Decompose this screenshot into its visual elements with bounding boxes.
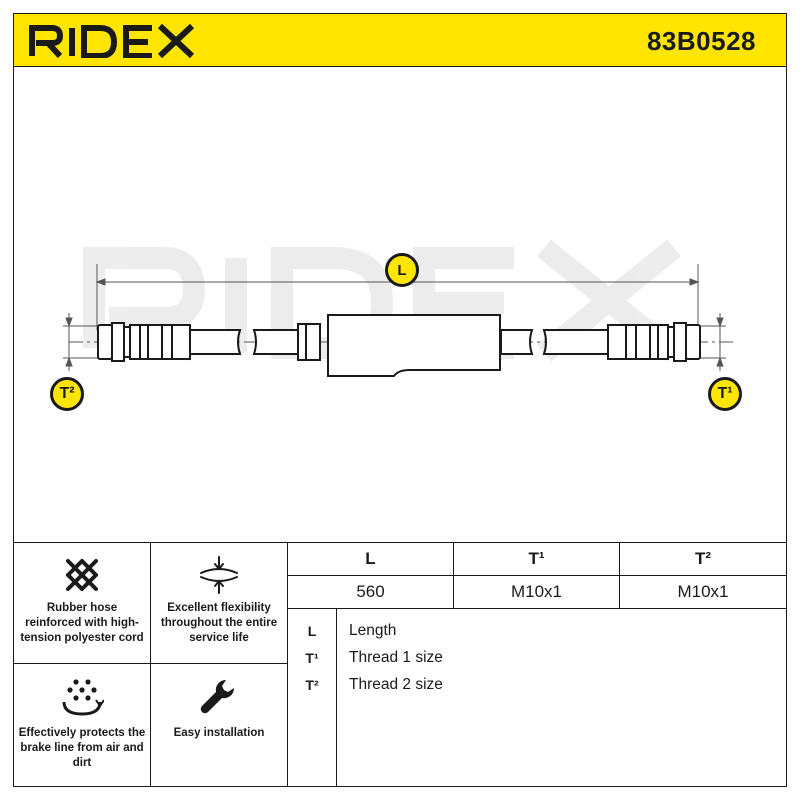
spec-table: L T¹ T² 560 M10x1 M10x1 <box>288 543 786 609</box>
hose-drawing: L T² T¹ <box>14 68 786 542</box>
info-panel: Rubber hose reinforced with high-tension… <box>14 542 786 787</box>
thread-2-badge: T² <box>50 377 84 411</box>
crosshatch-mesh-icon <box>66 559 98 591</box>
brand-logo <box>29 23 195 58</box>
header-bar: 83B0528 <box>14 14 786 67</box>
legend-description: Thread 2 size <box>349 676 443 693</box>
legend-divider <box>336 609 337 787</box>
legend-symbol: T¹ <box>305 650 319 666</box>
spec-value-thread-2: M10x1 <box>620 576 786 609</box>
legend-symbol: T² <box>305 677 319 693</box>
wrench-icon <box>200 679 235 714</box>
feature-text: Excellent flexibility throughout the ent… <box>160 602 278 644</box>
spec-value-length: 560 <box>288 576 454 609</box>
hose-drawing-svg <box>63 239 734 377</box>
legend-row: T¹ Thread 1 size <box>288 646 786 672</box>
feature-protection: Effectively protects the brake line from… <box>14 664 151 787</box>
spec-header-length: L <box>288 543 454 576</box>
feature-reinforced: Rubber hose reinforced with high-tension… <box>14 543 151 664</box>
spec-header-thread-2: T² <box>620 543 786 576</box>
feature-installation: Easy installation <box>151 664 288 787</box>
legend-row: T² Thread 2 size <box>288 673 786 699</box>
legend: L Length T¹ Thread 1 size T² Thread 2 si… <box>288 609 786 787</box>
thread-1-badge: T¹ <box>708 377 742 411</box>
feature-flexibility: Excellent flexibility throughout the ent… <box>151 543 288 664</box>
legend-description: Thread 1 size <box>349 649 443 666</box>
feature-text: Effectively protects the brake line from… <box>18 727 146 769</box>
legend-description: Length <box>349 622 397 639</box>
flexibility-arrows-icon <box>200 556 238 594</box>
protection-dots-icon <box>62 679 104 716</box>
legend-row: L Length <box>288 619 786 645</box>
spec-value-thread-1: M10x1 <box>454 576 620 609</box>
legend-symbol: L <box>307 623 317 639</box>
feature-text: Easy installation <box>173 727 265 739</box>
part-number: 83B0528 <box>646 26 756 56</box>
product-sheet: 83B0528 <box>13 13 787 787</box>
feature-text: Rubber hose reinforced with high-tension… <box>20 602 144 644</box>
length-badge: L <box>385 253 419 287</box>
spec-header-thread-1: T¹ <box>454 543 620 576</box>
